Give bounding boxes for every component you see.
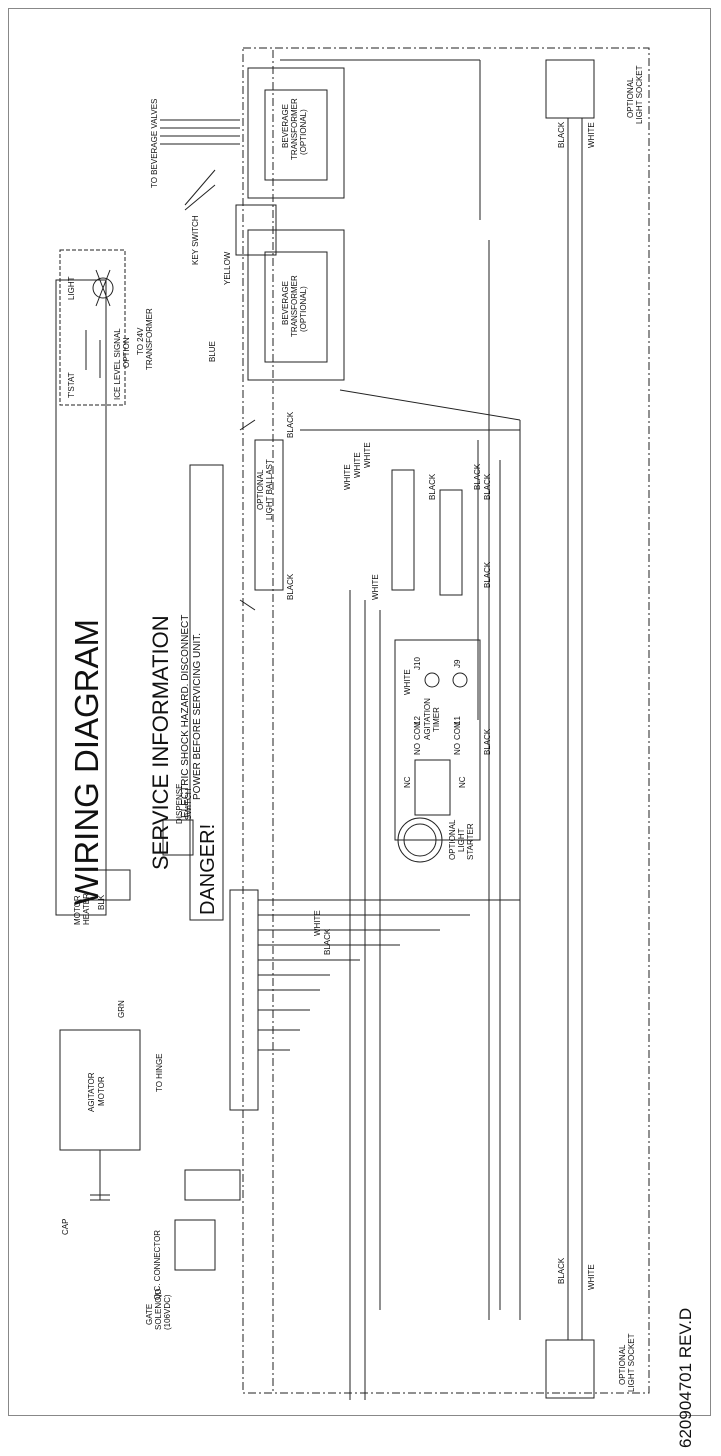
terminal-block-2 xyxy=(439,489,463,596)
timer-com-right: COM xyxy=(453,721,462,740)
motor-heater-label-1: MOTOR xyxy=(73,895,82,925)
to-24v-label-1: TO 24V xyxy=(136,327,145,355)
qc-connector xyxy=(184,1169,241,1201)
danger-label: DANGER! xyxy=(197,824,219,915)
wire-black-mid: BLACK xyxy=(323,928,332,955)
wire-blk-heater: BLK xyxy=(97,894,106,910)
wire-black-tb-4: BLACK xyxy=(483,561,492,588)
beverage-transformer-1 xyxy=(247,67,345,199)
wire-white-1: WHITE xyxy=(343,464,352,490)
light-starter-label-2: LIGHT xyxy=(457,828,466,852)
wire-white-3: WHITE xyxy=(363,442,372,468)
wire-black-ballast-top: BLACK xyxy=(286,411,295,438)
light-socket-top xyxy=(545,59,595,119)
wire-grn: GRN xyxy=(117,1000,126,1018)
diagram-title: WIRING DIAGRAM xyxy=(68,619,105,905)
terminal-block-1 xyxy=(391,469,415,591)
beverage-transformer-1-label-2: TRANSFORMER xyxy=(290,98,299,160)
beverage-transformer-2-label-1: BEVERAGE xyxy=(281,281,290,325)
motor-heater xyxy=(80,869,131,901)
document-number: 620904701 REV.D xyxy=(676,1307,695,1448)
motor-heater-label-2: HEATER xyxy=(82,893,91,925)
light-ballast-label-1: OPTIONAL xyxy=(256,469,265,510)
wire-black-socket-top: BLACK xyxy=(557,121,566,148)
wire-black-tb-2: BLACK xyxy=(473,463,482,490)
gate-solenoid xyxy=(174,1219,216,1271)
title-box xyxy=(55,279,107,916)
wire-black-tb-3: BLACK xyxy=(483,473,492,500)
tstat-label: T'STAT xyxy=(67,372,76,398)
to-hinge-label: TO HINGE xyxy=(155,1053,164,1092)
j10-label: J10 xyxy=(413,657,422,670)
wire-black-tb-1: BLACK xyxy=(428,473,437,500)
timer-knob-2 xyxy=(452,672,468,688)
to-24v-label-2: TRANSFORMER xyxy=(145,308,154,370)
gate-solenoid-label-1: GATE xyxy=(145,1304,154,1325)
cabinet-boundary xyxy=(242,47,650,1394)
wire-yellow-top: YELLOW xyxy=(223,251,232,285)
light-label: LIGHT xyxy=(67,276,76,300)
timer-l1: L1 xyxy=(453,716,462,725)
light-icon xyxy=(92,277,114,299)
gate-solenoid-label-2: SOLENOID xyxy=(154,1288,163,1330)
wire-white-4: WHITE xyxy=(371,574,380,600)
danger-line-1: ELECTRIC SHOCK HAZARD. DISCONNECT xyxy=(180,615,191,818)
service-info-heading: SERVICE INFORMATION xyxy=(148,615,173,870)
dispense-switch xyxy=(162,819,194,856)
light-socket-top-label-2: LIGHT SOCKET xyxy=(635,65,644,124)
light-socket-bottom-label-2: LIGHT SOCKET xyxy=(627,1333,636,1392)
page-border xyxy=(8,8,711,1416)
wire-white-mid: WHITE xyxy=(313,910,322,936)
ice-level-box xyxy=(59,249,126,406)
cap-label: CAP xyxy=(61,1219,70,1235)
to-beverage-valves-label: TO BEVERAGE VALVES xyxy=(150,99,159,188)
light-ballast-label-2: LIGHT BALLAST xyxy=(265,459,274,520)
j9-label: J9 xyxy=(453,659,462,668)
danger-box xyxy=(189,464,224,921)
light-socket-bottom xyxy=(545,1339,595,1399)
timer-no-left: NO xyxy=(413,743,422,755)
wire-white-2: WHITE xyxy=(353,452,362,478)
key-switch-label: KEY SWITCH xyxy=(191,215,200,265)
agitator-motor-label-1: AGITATOR xyxy=(87,1072,96,1112)
wire-white-socket-bottom: WHITE xyxy=(587,1264,596,1290)
agitation-timer-label-1: AGITATION xyxy=(423,698,432,740)
beverage-transformer-2-label-2: TRANSFORMER xyxy=(290,275,299,337)
timer-knob-1 xyxy=(424,672,440,688)
light-starter xyxy=(397,817,443,863)
agitation-timer-label-2: TIMER xyxy=(432,707,441,732)
wire-white-timer: WHITE xyxy=(403,669,412,695)
key-switch xyxy=(235,204,277,256)
dispense-switch-label-1: DISPENSE xyxy=(175,784,184,824)
beverage-transformer-2-label-3: (OPTIONAL) xyxy=(299,286,308,332)
gate-solenoid-label-3: (106VDC) xyxy=(163,1294,172,1330)
wire-black-ballast-bottom: BLACK xyxy=(286,573,295,600)
option-label: OPTION xyxy=(122,337,131,368)
danger-line-2: POWER BEFORE SERVICING UNIT. xyxy=(192,633,203,800)
main-connector xyxy=(229,889,259,1111)
wire-white-socket-top: WHITE xyxy=(587,122,596,148)
beverage-transformer-1-label-3: (OPTIONAL) xyxy=(299,109,308,155)
timer-com-left: COM xyxy=(413,721,422,740)
timer-no-right: NO xyxy=(453,743,462,755)
light-ballast xyxy=(254,439,284,591)
light-socket-top-label-1: OPTIONAL xyxy=(626,77,635,118)
light-starter-label-3: STARTER xyxy=(466,823,475,860)
beverage-transformer-1-label-1: BEVERAGE xyxy=(281,104,290,148)
beverage-transformer-2 xyxy=(247,229,345,381)
timer-nc-left: NC xyxy=(403,776,412,788)
dispense-switch-label-2: SWITCH xyxy=(184,788,193,820)
light-socket-bottom-label-1: OPTIONAL xyxy=(618,1344,627,1385)
agitation-timer xyxy=(394,639,481,841)
light-starter-label-1: OPTIONAL xyxy=(448,819,457,860)
ice-level-label: ICE LEVEL SIGNAL xyxy=(113,328,122,400)
timer-l2: L2 xyxy=(413,716,422,725)
wire-black-timer: BLACK xyxy=(483,728,492,755)
timer-nc-right: NC xyxy=(458,776,467,788)
agitator-motor-label-2: MOTOR xyxy=(97,1076,106,1106)
wire-black-socket-bottom: BLACK xyxy=(557,1257,566,1284)
wire-blue-top: BLUE xyxy=(208,341,217,362)
qc-connector-label: Q.C. CONNECTOR xyxy=(153,1230,162,1300)
